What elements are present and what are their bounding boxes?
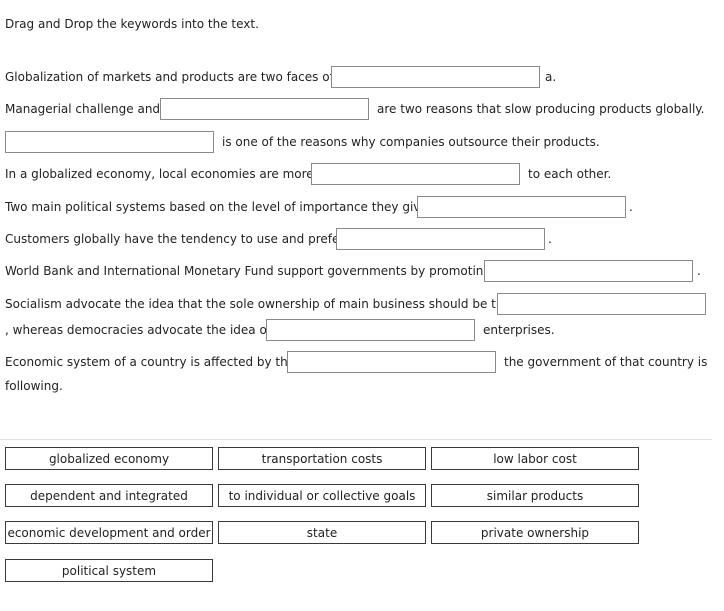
sentence-8-line2-text: , whereas democracies advocate the idea … — [5, 323, 272, 337]
drop-zone-3[interactable] — [5, 131, 214, 153]
divider — [0, 439, 712, 440]
instruction-text: Drag and Drop the keywords into the text… — [5, 17, 259, 31]
sentence-1-tail: a. — [545, 70, 557, 84]
sentence-8-tail: enterprises. — [483, 323, 555, 337]
drop-zone-5[interactable] — [417, 196, 626, 218]
keyword-dependent-and-integrated[interactable]: dependent and integrated — [5, 484, 213, 507]
keyword-political-system[interactable]: political system — [5, 559, 213, 582]
keyword-low-labor-cost[interactable]: low labor cost — [431, 447, 639, 470]
sentence-7-tail: . — [697, 264, 701, 278]
sentence-4-tail: to each other. — [528, 167, 612, 181]
keyword-globalized-economy[interactable]: globalized economy — [5, 447, 213, 470]
keyword-similar-products[interactable]: similar products — [431, 484, 639, 507]
sentence-9-text: Economic system of a country is affected… — [5, 355, 296, 369]
sentence-6-tail: . — [548, 232, 552, 246]
keyword-economic-development-and-order[interactable]: economic development and order — [5, 521, 213, 544]
sentence-4-text: In a globalized economy, local economies… — [5, 167, 314, 181]
sentence-9-tail: the government of that country is — [504, 355, 708, 369]
keyword-transportation-costs[interactable]: transportation costs — [218, 447, 426, 470]
drop-zone-1[interactable] — [331, 66, 540, 88]
sentence-1-text: Globalization of markets and products ar… — [5, 70, 334, 84]
drop-zone-9[interactable] — [266, 319, 475, 341]
sentence-9-line2: following. — [5, 379, 63, 393]
sentence-2-tail: are two reasons that slow producing prod… — [377, 102, 705, 116]
drop-zone-8[interactable] — [497, 293, 706, 315]
sentence-8-text: Socialism advocate the idea that the sol… — [5, 297, 511, 311]
sentence-5-text: Two main political systems based on the … — [5, 200, 428, 214]
drop-zone-6[interactable] — [336, 228, 545, 250]
drop-zone-10[interactable] — [287, 351, 496, 373]
sentence-3-tail: is one of the reasons why companies outs… — [222, 135, 600, 149]
drop-zone-7[interactable] — [484, 260, 693, 282]
sentence-6-text: Customers globally have the tendency to … — [5, 232, 345, 246]
keyword-individual-or-collective-goals[interactable]: to individual or collective goals — [218, 484, 426, 507]
sentence-2-text: Managerial challenge and — [5, 102, 161, 116]
drop-zone-4[interactable] — [311, 163, 520, 185]
keyword-state[interactable]: state — [218, 521, 426, 544]
sentence-5-tail: . — [629, 200, 633, 214]
drop-zone-2[interactable] — [160, 98, 369, 120]
keyword-private-ownership[interactable]: private ownership — [431, 521, 639, 544]
sentence-7-text: World Bank and International Monetary Fu… — [5, 264, 491, 278]
